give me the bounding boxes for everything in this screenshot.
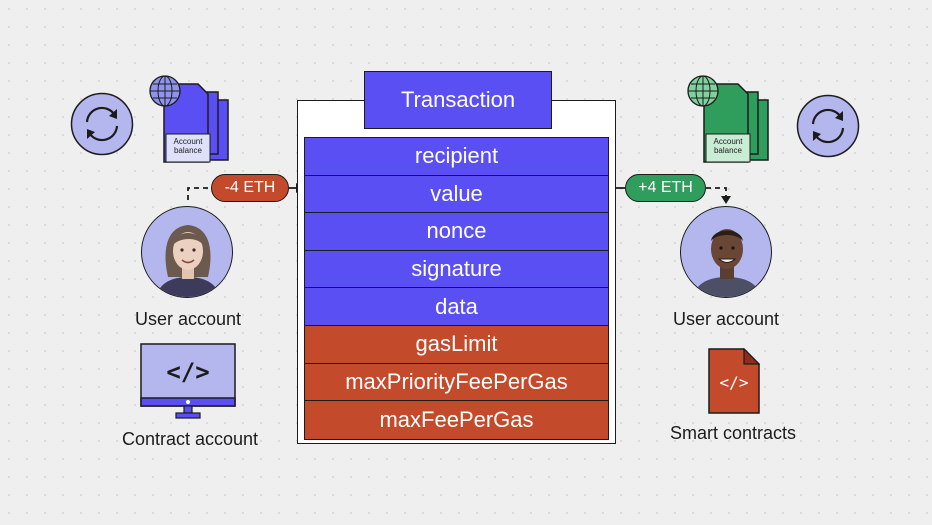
avatar-icon: [693, 229, 761, 297]
balance-label-left: Account balance: [166, 137, 210, 155]
debit-amount-badge: -4 ETH: [211, 174, 289, 202]
sync-icon: [796, 94, 860, 158]
transaction-field-signature: signature: [305, 250, 608, 289]
transaction-field-gasLimit: gasLimit: [305, 325, 608, 364]
receiver-label: User account: [672, 309, 780, 329]
sender-label: User account: [134, 309, 242, 329]
avatar-icon: [156, 225, 220, 297]
balance-label-right: Account balance: [706, 137, 750, 155]
transaction-title: Transaction: [364, 71, 552, 129]
transaction-field-maxPriorityFeePerGas: maxPriorityFeePerGas: [305, 363, 608, 402]
transaction-field-maxFeePerGas: maxFeePerGas: [305, 401, 608, 439]
avatar: [141, 206, 233, 298]
transaction-field-nonce: nonce: [305, 213, 608, 251]
file-code-glyph: </>: [719, 373, 749, 392]
balance-label-line-2: balance: [713, 146, 743, 155]
transaction-field-data: data: [305, 288, 608, 326]
code-file-icon: [708, 348, 760, 414]
contract-account-label: Contract account: [121, 429, 259, 449]
balance-label-line-1: Account: [173, 137, 203, 146]
transaction-field-value: value: [305, 175, 608, 214]
sync-icon: [70, 92, 134, 156]
credit-amount-badge: +4 ETH: [625, 174, 706, 202]
document-stack-icon: [703, 83, 769, 163]
transaction-field-recipient: recipient: [305, 138, 608, 176]
avatar: [680, 206, 772, 298]
globe-icon: [687, 75, 719, 107]
balance-label-line-2: balance: [173, 146, 203, 155]
monitor-icon: [140, 343, 236, 419]
monitor-code-glyph: </>: [166, 358, 210, 386]
globe-icon: [149, 75, 181, 107]
balance-label-line-1: Account: [713, 137, 743, 146]
document-stack-icon: [163, 83, 229, 163]
smart-contracts-label: Smart contracts: [669, 423, 797, 443]
